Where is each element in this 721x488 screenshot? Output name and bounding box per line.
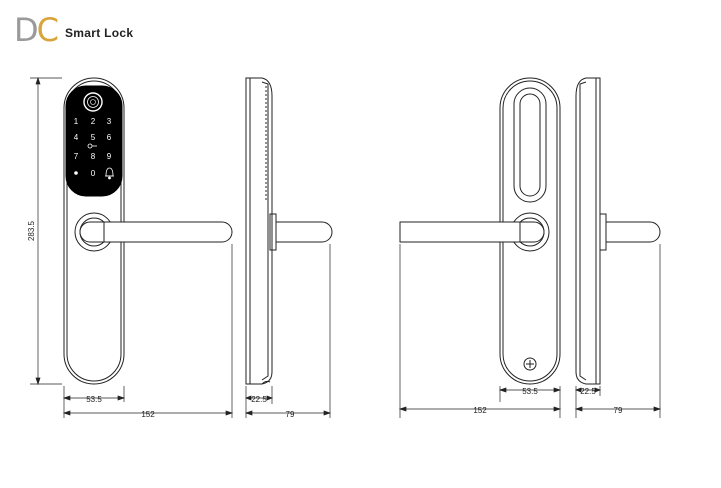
back-lever-handle xyxy=(399,221,545,243)
key-6: 6 xyxy=(107,133,112,142)
dim-back-width xyxy=(498,386,562,418)
front-lever-handle xyxy=(79,221,233,243)
logo-letter-c: C xyxy=(36,11,59,49)
back-side-view: 22.5 79 xyxy=(574,77,662,418)
dim-side-total-back-label: 79 xyxy=(614,406,623,415)
key-8: 8 xyxy=(91,152,96,161)
key-2: 2 xyxy=(91,117,96,126)
keypad-keys: 1 2 3 4 5 6 7 8 9 0 xyxy=(74,117,112,178)
logo-mark: DC xyxy=(14,11,59,49)
key-5: 5 xyxy=(91,133,96,142)
dim-front-lever xyxy=(62,244,234,418)
bell-icon xyxy=(105,167,114,180)
dim-front-height-label: 283.5 xyxy=(27,220,36,241)
dim-front-height xyxy=(30,76,62,386)
front-view: 1 2 3 4 5 6 7 8 9 0 xyxy=(27,76,234,419)
screw-icon xyxy=(523,357,537,371)
key-7: 7 xyxy=(74,152,79,161)
key-3: 3 xyxy=(107,117,112,126)
side-inner-back xyxy=(579,81,587,381)
dim-front-width-label: 53.5 xyxy=(86,395,102,404)
dim-side-total-front xyxy=(244,244,332,418)
side-body-back xyxy=(575,77,601,385)
side-body-front xyxy=(245,77,273,385)
logo-letter-d: D xyxy=(14,11,39,49)
brand-name: Smart Lock xyxy=(64,26,134,40)
key-4: 4 xyxy=(74,133,79,142)
battery-cover-inner xyxy=(519,93,541,197)
side-rose-front xyxy=(269,213,277,251)
dim-side-depth-front-label: 22.5 xyxy=(251,395,267,404)
dim-side-total-front-label: 79 xyxy=(286,410,295,419)
dim-back-lever-label: 152 xyxy=(473,406,487,415)
dim-side-total-back xyxy=(574,244,662,418)
dim-front-lever-label: 152 xyxy=(141,410,155,419)
dim-back-lever xyxy=(398,244,562,418)
key-0: 0 xyxy=(91,169,96,178)
dim-back-width-label: 53.5 xyxy=(522,387,538,396)
fingerprint-sensor-icon xyxy=(83,92,103,112)
dim-side-depth-back xyxy=(575,386,601,418)
dim-side-depth-back-label: 22.5 xyxy=(580,387,596,396)
key-1: 1 xyxy=(74,117,79,126)
front-side-view: 22.5 79 xyxy=(244,77,333,419)
side-bottom-curve-front xyxy=(261,380,271,385)
side-inner-front xyxy=(261,81,269,381)
key-dot-icon xyxy=(74,171,78,175)
battery-cover xyxy=(513,87,547,203)
side-lever-back xyxy=(605,221,661,243)
brand-logo: DC Smart Lock xyxy=(14,6,133,46)
side-rose-back xyxy=(599,213,607,251)
side-lever-front xyxy=(275,221,333,243)
key-icon xyxy=(87,143,97,149)
back-view: 53.5 152 xyxy=(398,77,562,418)
key-9: 9 xyxy=(107,152,112,161)
